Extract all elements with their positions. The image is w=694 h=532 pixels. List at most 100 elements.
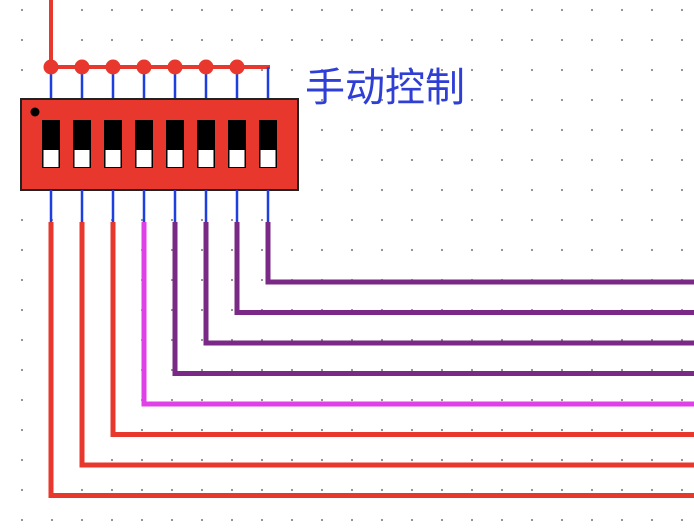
grid-dot: [680, 98, 684, 102]
grid-dot: [380, 428, 384, 432]
grid-dot: [320, 398, 324, 402]
grid-dot: [560, 488, 564, 492]
grid-dot: [500, 188, 504, 192]
grid-dot: [230, 458, 234, 462]
grid-dot: [170, 398, 174, 402]
grid-dot: [260, 398, 264, 402]
grid-dot: [320, 8, 324, 12]
grid-dot: [20, 398, 24, 402]
manual-control-label: 手动控制: [305, 65, 465, 111]
grid-dot: [350, 188, 354, 192]
grid-dot: [230, 248, 234, 252]
grid-dot: [620, 188, 624, 192]
grid-dot: [320, 248, 324, 252]
grid-dot: [170, 458, 174, 462]
grid-dot: [410, 488, 414, 492]
grid-dot: [590, 368, 594, 372]
dip-switch[interactable]: [20, 98, 299, 191]
grid-dot: [470, 218, 474, 222]
grid-dot: [410, 368, 414, 372]
switch-toggle[interactable]: [197, 120, 215, 168]
bus-junction-dot: [74, 59, 90, 75]
grid-dot: [320, 368, 324, 372]
switch-toggle[interactable]: [135, 120, 153, 168]
grid-dot: [650, 398, 654, 402]
grid-dot: [440, 218, 444, 222]
grid-dot: [320, 188, 324, 192]
switch-toggle[interactable]: [228, 120, 246, 168]
grid-dot: [470, 128, 474, 132]
grid-dot: [590, 38, 594, 42]
grid-dot: [110, 488, 114, 492]
grid-dot: [350, 248, 354, 252]
grid-dot: [680, 8, 684, 12]
switch-toggle[interactable]: [259, 120, 277, 168]
grid-dot: [530, 488, 534, 492]
switch-toggle[interactable]: [166, 120, 184, 168]
grid-dot: [380, 488, 384, 492]
grid-dot: [560, 128, 564, 132]
grid-dot: [260, 218, 264, 222]
grid-dot: [680, 368, 684, 372]
grid-dot: [410, 128, 414, 132]
grid-dot: [500, 458, 504, 462]
grid-dot: [440, 128, 444, 132]
grid-dot: [560, 98, 564, 102]
output-wire: [234, 222, 694, 315]
grid-dot: [650, 8, 654, 12]
grid-dot: [140, 218, 144, 222]
grid-dot: [620, 398, 624, 402]
grid-dot: [380, 158, 384, 162]
grid-dot: [680, 188, 684, 192]
grid-dot: [440, 68, 444, 72]
grid-dot: [230, 488, 234, 492]
grid-dot: [680, 128, 684, 132]
grid-dot: [380, 38, 384, 42]
grid-dot: [470, 158, 474, 162]
grid-dot: [680, 488, 684, 492]
grid-dot: [530, 128, 534, 132]
grid-dot: [350, 8, 354, 12]
grid-dot: [440, 8, 444, 12]
grid-dot: [410, 98, 414, 102]
grid-dot: [110, 518, 114, 522]
grid-dot: [440, 398, 444, 402]
grid-dot: [140, 488, 144, 492]
grid-dot: [560, 68, 564, 72]
bus-junction-dot: [167, 59, 183, 75]
switch-toggle[interactable]: [42, 120, 60, 168]
grid-dot: [170, 488, 174, 492]
grid-dot: [590, 458, 594, 462]
grid-dot: [290, 428, 294, 432]
grid-dot: [500, 368, 504, 372]
grid-dot: [530, 68, 534, 72]
grid-dot: [440, 428, 444, 432]
grid-dot: [680, 398, 684, 402]
grid-dot: [350, 488, 354, 492]
grid-dot: [200, 428, 204, 432]
grid-dot: [380, 248, 384, 252]
output-wire: [203, 222, 694, 346]
grid-dot: [140, 518, 144, 522]
grid-dot: [500, 68, 504, 72]
grid-dot: [500, 8, 504, 12]
grid-dot: [170, 218, 174, 222]
grid-dot: [290, 38, 294, 42]
grid-dot: [530, 38, 534, 42]
grid-dot: [620, 128, 624, 132]
grid-dot: [620, 158, 624, 162]
grid-dot: [470, 68, 474, 72]
switch-toggle[interactable]: [73, 120, 91, 168]
switch-toggle[interactable]: [104, 120, 122, 168]
grid-dot: [350, 368, 354, 372]
grid-dot: [380, 98, 384, 102]
switch-knob: [167, 150, 183, 167]
grid-dot: [410, 248, 414, 252]
grid-dot: [590, 158, 594, 162]
grid-dot: [620, 428, 624, 432]
bus-junction-dot: [198, 59, 214, 75]
output-wires: [48, 222, 694, 498]
grid-dot: [500, 128, 504, 132]
grid-dot: [200, 458, 204, 462]
